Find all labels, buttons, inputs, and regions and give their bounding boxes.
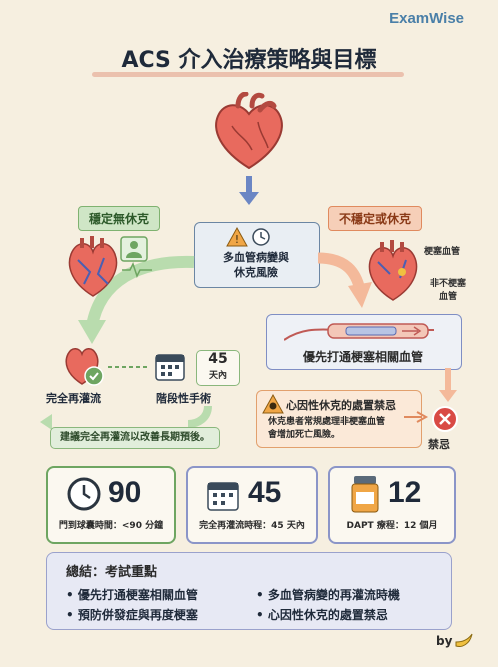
summary-item: • 預防併發症與再度梗塞	[66, 608, 198, 622]
stable-arrow	[78, 255, 195, 344]
summary-item: • 心因性休克的處置禁忌	[256, 608, 388, 622]
pill-bottle-icon	[351, 476, 379, 513]
stat-label-door-to-balloon: 門到球囊時間：<90 分鐘	[58, 521, 164, 531]
shock-body: 休克患者常規處理非梗塞血管 會增加死亡風險。	[268, 416, 385, 442]
center-label-line2: 休克風險	[234, 266, 278, 279]
heart-check-icon	[65, 348, 104, 386]
doctor-monitor-icon	[120, 236, 148, 262]
ecg-icon	[122, 262, 152, 278]
unstable-tag: 不穩定或休克	[328, 206, 423, 231]
summary-item-text: 優先打通梗塞相關血管	[77, 588, 198, 602]
stable-tag: 穩定無休克	[78, 206, 161, 231]
forbid-arrow	[404, 411, 429, 423]
pci-down-arrow	[439, 368, 457, 402]
dashed-connector	[108, 366, 150, 368]
arrow-down-icon	[239, 176, 259, 205]
days-badge: 45 天內	[196, 350, 240, 386]
stat-value-door-to-balloon: 90	[108, 476, 142, 509]
heart-icon	[215, 92, 283, 170]
pci-label: 優先打通梗塞相關血管	[302, 350, 423, 364]
days-unit: 天內	[208, 371, 227, 381]
complete-reperfusion-label: 完全再灌流	[46, 392, 101, 405]
stat-label-dapt: DAPT 療程：12 個月	[346, 521, 438, 531]
svg-text:!: !	[235, 233, 239, 246]
non-culprit-label: 非不梗塞 血管	[430, 276, 466, 302]
stat-value-dapt: 12	[388, 476, 422, 509]
culprit-vessel-label: 梗塞血管	[424, 247, 461, 257]
forbid-icon	[432, 406, 458, 432]
title-underline	[92, 72, 404, 77]
skull-warning-icon	[262, 394, 284, 414]
summary-box	[46, 552, 452, 630]
center-label: 多血管病變與 休克風險	[194, 250, 318, 280]
unstable-arrow	[317, 252, 372, 308]
summary-item: • 優先打通梗塞相關血管	[66, 588, 198, 602]
heart-occlusion-icon	[368, 240, 418, 301]
brand-logo: ExamWise	[389, 10, 464, 27]
stat-value-reperfusion-window: 45	[248, 476, 282, 509]
heart-vessels-icon	[68, 236, 118, 297]
stat-label-reperfusion-window: 完全再灌流時程：45 天內	[199, 521, 305, 531]
non-culprit-line2: 血管	[439, 292, 458, 302]
summary-item: • 多血管病變的再灌流時機	[256, 588, 400, 602]
summary-title: 總結：考試重點	[66, 565, 158, 580]
calendar-icon	[207, 482, 239, 511]
summary-item-text: 預防併發症與再度梗塞	[77, 608, 198, 622]
shock-body-line2: 會增加死亡風險。	[268, 430, 341, 440]
non-culprit-line1: 非不梗塞	[430, 279, 467, 289]
shock-title: 心因性休克的處置禁忌	[286, 399, 396, 412]
clock-icon	[67, 477, 101, 511]
staged-procedure-label: 階段性手術	[156, 392, 211, 405]
summary-item-text: 心因性休克的處置禁忌	[267, 608, 388, 622]
stable-bottom-arrow	[40, 405, 212, 430]
warning-clock-icon: !	[226, 226, 270, 247]
center-label-line1: 多血管病變與	[223, 251, 289, 264]
page-title: ACS 介入治療策略與目標	[121, 48, 377, 73]
forbid-label: 禁忌	[428, 438, 450, 451]
footer-by: by	[436, 634, 453, 648]
catheter-balloon-icon	[284, 323, 434, 341]
calendar-icon	[155, 354, 185, 381]
summary-item-text: 多血管病變的再灌流時機	[267, 588, 400, 602]
recommendation-banner: 建議完全再灌流以改善長期預後。	[50, 427, 220, 449]
shock-body-line1: 休克患者常規處理非梗塞血管	[268, 417, 386, 427]
days-number: 45	[208, 351, 228, 367]
stat-card-door-to-balloon	[46, 466, 176, 544]
banana-icon	[455, 633, 473, 647]
stat-card-dapt	[328, 466, 456, 544]
